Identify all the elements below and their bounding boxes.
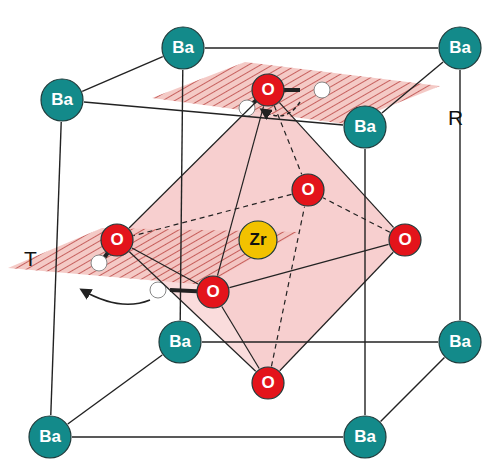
octahedron-edge [280,252,393,370]
cell-edge [84,102,343,125]
octahedron-edge [132,248,198,284]
cell-edge [202,341,438,342]
atom-circle: O [251,73,285,107]
atom-circle: Ba [438,320,482,364]
atom-symbol: Ba [354,427,376,447]
atom-symbol: O [261,373,274,393]
atom-symbol: Ba [449,38,471,58]
cell-edge [68,355,162,424]
octahedron-edge [271,207,304,367]
atom-circle: Ba [161,26,205,70]
proton [91,255,107,271]
atom-symbol: Ba [449,332,471,352]
cell-edge [51,122,61,415]
cell-edge [381,358,445,422]
atom-circle: Ba [40,78,84,122]
atom-circle: O [251,366,285,400]
plane-label: T [24,247,37,271]
octahedron-edge [222,307,259,369]
octahedron-edge [129,252,255,372]
hatched-plane [152,62,440,124]
cell-edge [382,62,443,113]
atom-circle: O [196,275,230,309]
cell-edge [82,57,163,92]
atom-circle: O [291,173,325,207]
atom-symbol: Ba [51,90,73,110]
atom-symbol: Ba [354,117,376,137]
atom-circle: O [100,223,134,257]
atom-symbol: Ba [169,332,191,352]
transfer-arrow [82,290,150,304]
octahedron-edge [279,103,393,228]
cell-edge [205,47,438,48]
atom-circle: Ba [343,105,387,149]
atom-symbol: O [398,230,411,250]
atom-circle: Ba [343,415,387,459]
atom-circle: Ba [158,320,202,364]
atom-circle: Ba [28,415,72,459]
atom-symbol: Ba [39,427,61,447]
plane-label: R [448,106,463,130]
octahedron-edge [274,106,301,174]
cell-edge [72,436,343,437]
proton [314,82,330,98]
octahedron-edge [323,198,390,232]
atom-symbol: O [261,80,274,100]
atom-symbol: O [301,180,314,200]
atom-circle: Zr [238,220,278,260]
proton [239,100,255,116]
atom-symbol: Ba [172,38,194,58]
atom-symbol: O [206,282,219,302]
atom-symbol: Zr [250,230,267,250]
cell-edge [180,70,183,320]
atom-symbol: O [110,230,123,250]
atom-circle: O [388,223,422,257]
atom-circle: Ba [438,26,482,70]
